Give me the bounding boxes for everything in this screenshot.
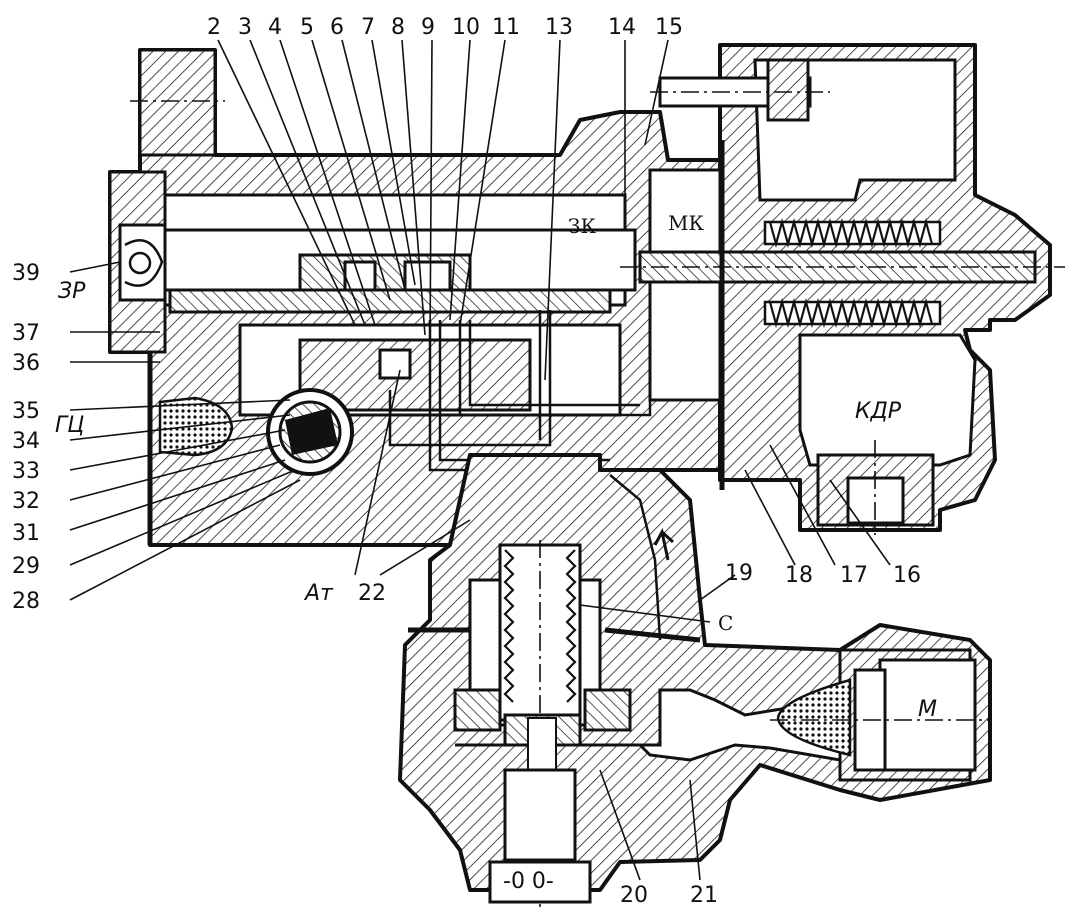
label-39: 39	[12, 261, 40, 286]
zone-labels: ЗР ГЦ Ат ЗК МК КДР С М -0 0-	[55, 211, 937, 894]
filter-gc	[158, 396, 234, 457]
label-gc: ГЦ	[55, 413, 84, 438]
valve-marks: -0 0-	[503, 869, 554, 894]
label-mk: МК	[668, 211, 704, 235]
label-14: 14	[608, 15, 636, 40]
leader-lines	[69, 39, 891, 881]
label-36: 36	[12, 351, 40, 376]
label-4: 4	[268, 15, 282, 40]
label-2: 2	[207, 15, 221, 40]
label-7: 7	[361, 15, 375, 40]
label-5: 5	[300, 15, 314, 40]
label-m: М	[918, 697, 937, 722]
lower-body	[147, 352, 992, 910]
label-22: 22	[358, 581, 386, 606]
label-c: С	[718, 611, 733, 635]
label-35: 35	[12, 399, 40, 424]
left-number-labels: 39 37 36 35 34 33 32 31 29 28	[12, 261, 40, 614]
top-number-labels: 2 3 4 5 6 7 8 9 10 11 13 14 15	[207, 15, 683, 40]
label-19: 19	[725, 561, 753, 586]
label-kdr: КДР	[855, 399, 902, 424]
label-at: Ат	[303, 581, 334, 606]
label-33: 33	[12, 459, 40, 484]
label-31: 31	[12, 521, 40, 546]
label-15: 15	[655, 15, 683, 40]
right-cover	[620, 43, 1065, 535]
label-13: 13	[545, 15, 573, 40]
label-18: 18	[785, 563, 813, 588]
label-zk: ЗК	[568, 214, 596, 238]
label-20: 20	[620, 883, 648, 908]
label-32: 32	[12, 489, 40, 514]
label-21: 21	[690, 883, 718, 908]
label-37: 37	[12, 321, 40, 346]
label-9: 9	[421, 15, 435, 40]
label-3: 3	[238, 15, 252, 40]
label-28: 28	[12, 589, 40, 614]
label-11: 11	[492, 15, 520, 40]
label-8: 8	[391, 15, 405, 40]
rotary-valve	[266, 388, 354, 476]
label-34: 34	[12, 429, 40, 454]
label-zr: ЗР	[58, 279, 86, 304]
label-17: 17	[840, 563, 868, 588]
label-16: 16	[893, 563, 921, 588]
label-10: 10	[452, 15, 480, 40]
bottom-number-labels: 22 19 18 17 16 20 21	[358, 561, 921, 908]
label-6: 6	[330, 15, 344, 40]
main-body	[108, 48, 740, 547]
label-29: 29	[12, 554, 40, 579]
